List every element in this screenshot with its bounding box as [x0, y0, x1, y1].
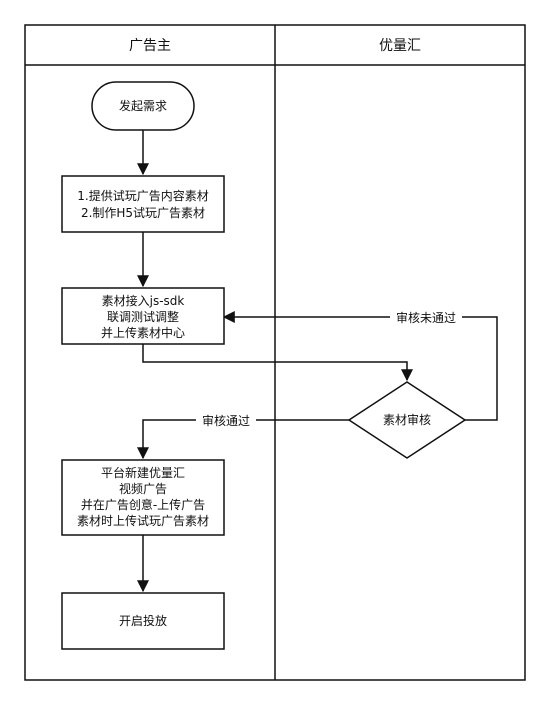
edge-label-approve: 审核通过 — [202, 413, 250, 428]
edge-review-reject — [222, 311, 498, 421]
edge-step2-to-review — [142, 344, 413, 382]
step1-line-2: 2.制作H5试玩广告素材 — [81, 205, 205, 220]
step-provide-materials — [61, 175, 225, 233]
step2-line-1: 素材接入js-sdk — [102, 293, 185, 308]
step-create-ad — [61, 459, 225, 536]
step3-line-4: 素材时上传试玩广告素材 — [77, 513, 209, 528]
step2-line-2: 联调测试调整 — [107, 309, 179, 324]
edge-review-approve — [137, 419, 349, 460]
step1-line-1: 1.提供试玩广告内容素材 — [77, 188, 208, 203]
lane-title-advertiser: 广告主 — [129, 38, 171, 54]
reject-label-bg — [390, 309, 462, 325]
end-node — [61, 592, 225, 650]
review-decision — [347, 381, 467, 459]
review-decision-label: 素材审核 — [383, 412, 431, 427]
step-integrate-sdk — [61, 287, 225, 345]
approve-label-bg — [196, 412, 256, 428]
lane-title-platform: 优量汇 — [379, 38, 421, 54]
start-node-label: 发起需求 — [119, 98, 167, 113]
step3-line-2: 视频广告 — [119, 481, 167, 496]
step3-line-3: 并在广告创意-上传广告 — [81, 497, 205, 512]
step3-line-1: 平台新建优量汇 — [101, 465, 185, 480]
end-node-label: 开启投放 — [119, 613, 167, 628]
start-node — [91, 81, 195, 131]
swimlane-frame — [24, 24, 526, 681]
edge-label-reject: 审核未通过 — [396, 310, 456, 325]
step2-line-3: 并上传素材中心 — [101, 325, 185, 340]
